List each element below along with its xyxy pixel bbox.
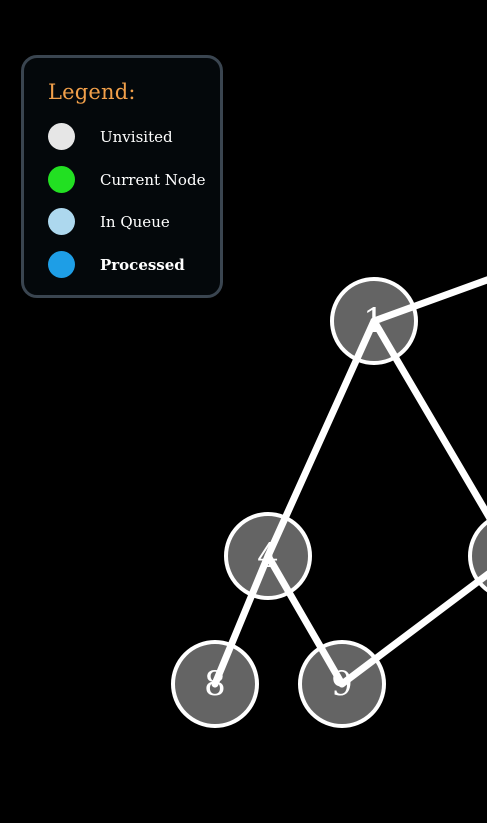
legend-label-unvisited: Unvisited: [100, 128, 173, 146]
edge-9-r: [338, 570, 487, 688]
legend-label-current-node: Current Node: [100, 171, 206, 189]
processed-swatch: [48, 251, 75, 278]
node-9-label: 9: [331, 664, 353, 704]
node-4-label: 4: [257, 536, 279, 576]
legend-title: Legend:: [48, 80, 136, 104]
node-1-label: 1: [363, 301, 385, 341]
edge-4-8: [211, 552, 272, 688]
legend-label-processed: Processed: [100, 256, 185, 274]
legend-item-current-node: Current Node: [48, 166, 223, 196]
legend-label-in-queue: In Queue: [100, 213, 170, 231]
legend-item-in-queue: In Queue: [48, 208, 223, 238]
unvisited-swatch: [48, 123, 75, 150]
edge-1-r: [370, 317, 487, 521]
legend-item-unvisited: Unvisited: [48, 123, 223, 153]
edge-1-offA: [370, 276, 487, 325]
legend-item-processed: Processed: [48, 251, 223, 281]
current-node-swatch: [48, 166, 75, 193]
legend-panel: Legend: Unvisited Current Node In Queue …: [21, 55, 223, 298]
node-8-label: 8: [204, 664, 226, 704]
nodes-layer: 1 4 8 9: [171, 276, 487, 728]
edge-4-9: [264, 552, 346, 688]
node-r-circle: [468, 519, 487, 593]
in-queue-swatch: [48, 208, 75, 235]
edge-1-4: [264, 317, 378, 560]
